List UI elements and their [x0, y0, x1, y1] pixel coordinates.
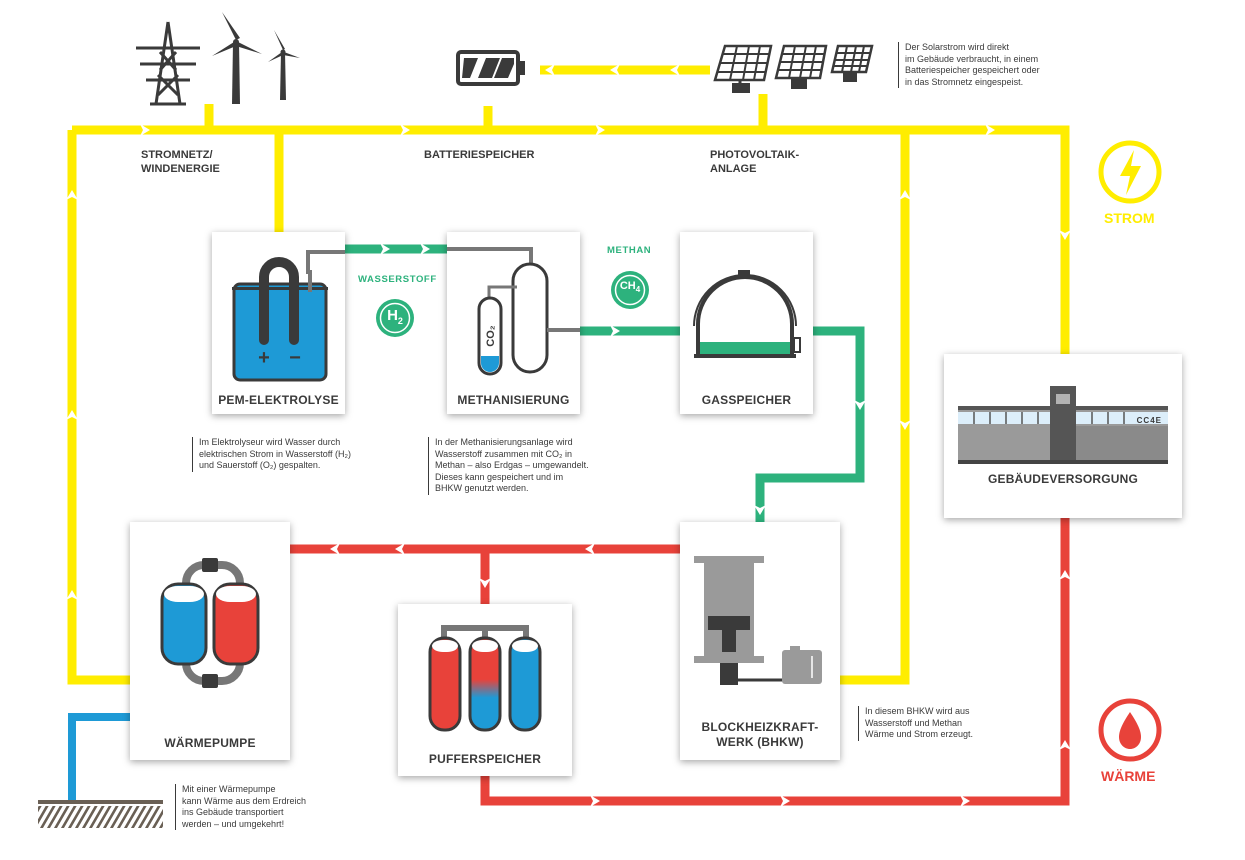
waermepumpe-note-line: werden – und umgekehrt! [182, 818, 285, 829]
pufferspeicher-card: PUFFERSPEICHER [398, 604, 572, 776]
solar-note: Der Solarstrom wird direkt im Gebäude ve… [898, 42, 1040, 88]
power-tower-icon [136, 21, 200, 106]
strom-arrows [66, 64, 1071, 600]
methanisierung-note-line: Methan – also Erdgas – umgewandelt. [435, 460, 589, 470]
photovoltaik-label-line-1: PHOTOVOLTAIK- [710, 149, 800, 161]
pem-note-line: elektrischen Strom in Wasserstoff (H₂) [199, 448, 352, 459]
gebaeudeversorgung-title: GEBÄUDEVERSORGUNG [987, 472, 1139, 486]
methanation-icon: CO₂ [447, 247, 580, 376]
solar-note-line: in das Stromnetz eingespeist. [905, 76, 1024, 87]
waermepumpe-card: WÄRMEPUMPE [130, 522, 290, 760]
gas-to-bhkw-line [755, 326, 865, 522]
waermepumpe-note: Mit einer Wärmepumpe kann Wärme aus dem … [175, 784, 306, 830]
methanisierung-note-line: In der Methanisierungsanlage wird [435, 437, 573, 447]
strom-legend-label: STROM [1104, 210, 1155, 226]
pem-elektrolyse-card: + − PEM-ELEKTROLYSE [212, 232, 345, 414]
methanisierung-card: CO₂ METHANISIERUNG [447, 232, 580, 414]
gebaeudeversorgung-card: CC4E GEBÄUDEVERSORGUNG [944, 354, 1182, 518]
gasspeicher-card: GASSPEICHER [680, 232, 813, 414]
methanisierung-note-line: Dieses kann gespeichert und im [435, 471, 564, 482]
batteriespeicher-label: BATTERIESPEICHER [424, 149, 535, 161]
solar-note-line: Batteriespeicher gespeichert oder [905, 65, 1040, 75]
strom-inner-line [840, 130, 910, 685]
h2-symbol-sub: 2 [397, 316, 403, 326]
strom-legend-icon [1098, 140, 1162, 204]
gas-lines [345, 244, 865, 522]
pufferspeicher-title: PUFFERSPEICHER [428, 752, 542, 766]
methanisierung-note-line: Wasserstoff zusammen mit CO₂ in [435, 448, 573, 459]
h2-badge-icon [376, 299, 414, 337]
stromnetz-label-line-2: WINDENERGIE [141, 163, 220, 175]
waermepumpe-note-line: Mit einer Wärmepumpe [182, 784, 276, 794]
ground-heat-line [68, 713, 135, 800]
wind-turbine-small-icon [268, 30, 300, 100]
ch4-symbol: CH4 [611, 280, 649, 294]
ch4-badge-icon [611, 271, 649, 309]
bhkw-note-line: Wasserstoff und Methan [865, 717, 963, 728]
stromnetz-label-line-1: STROMNETZ/ [141, 149, 213, 161]
plus-sign: + [258, 347, 270, 369]
ground-icon [38, 800, 163, 828]
wind-turbine-icon [212, 12, 262, 104]
pem-note: Im Elektrolyseur wird Wasser durch elekt… [192, 437, 351, 472]
stromnetz-label: STROMNETZ/ WINDENERGIE [141, 148, 220, 176]
photovoltaik-label: PHOTOVOLTAIK- ANLAGE [710, 148, 799, 176]
waermepumpe-title: WÄRMEPUMPE [164, 736, 256, 750]
solar-panel-icon [713, 44, 874, 93]
waermepumpe-note-line: ins Gebäude transportiert [182, 807, 284, 817]
bhkw-title-line-1: BLOCKHEIZKRAFT- [701, 720, 819, 734]
waerme-legend-label: WÄRME [1101, 768, 1156, 784]
pem-elektrolyse-title: PEM-ELEKTROLYSE [218, 393, 339, 407]
bhkw-title: BLOCKHEIZKRAFT- WERK (BHKW) [680, 720, 840, 750]
waerme-arrows [330, 543, 1071, 807]
ch4-symbol-sub: 4 [635, 285, 641, 295]
chp-engine-icon [694, 556, 822, 685]
solar-note-line: Der Solarstrom wird direkt [905, 42, 1010, 52]
bhkw-note-line: Wärme und Strom erzeugt. [865, 729, 974, 739]
waerme-bottom-line [480, 515, 1070, 806]
heat-pump-icon [160, 558, 260, 688]
bhkw-note-line: In diesem BHKW wird aus [865, 706, 970, 716]
battery-icon [456, 50, 525, 86]
electrolysis-icon: + − [232, 250, 345, 382]
strom-left-line [67, 130, 135, 685]
waerme-legend-icon [1098, 698, 1162, 762]
building-sign: CC4E [1137, 416, 1162, 425]
photovoltaik-label-line-2: ANLAGE [710, 163, 757, 175]
methanisierung-note-line: BHKW genutzt werden. [435, 483, 529, 493]
methanisierung-title: METHANISIERUNG [457, 393, 570, 407]
solar-note-line: im Gebäude verbraucht, in einem [905, 53, 1039, 64]
bhkw-card: BLOCKHEIZKRAFT- WERK (BHKW) [680, 522, 840, 760]
h2-symbol-letter: H [387, 307, 398, 324]
methan-label: METHAN [607, 245, 652, 256]
building-icon: CC4E [958, 386, 1168, 464]
wasserstoff-label: WASSERSTOFF [358, 274, 437, 285]
pem-note-line: Im Elektrolyseur wird Wasser durch [199, 437, 341, 447]
methanisierung-note: In der Methanisierungsanlage wird Wasser… [428, 437, 589, 495]
co2-label: CO₂ [485, 325, 497, 347]
h2-symbol: H2 [376, 307, 414, 326]
pem-note-line: und Sauerstoff (O₂) gespalten. [199, 460, 321, 470]
bhkw-note: In diesem BHKW wird aus Wasserstoff und … [858, 706, 973, 741]
minus-sign: − [289, 347, 301, 369]
ch4-symbol-letters: CH [619, 280, 636, 292]
waermepumpe-note-line: kann Wärme aus dem Erdreich [182, 795, 307, 806]
bhkw-title-line-2: WERK (BHKW) [716, 735, 804, 749]
buffer-storage-icon [428, 625, 542, 732]
gas-storage-icon [693, 270, 801, 358]
gasspeicher-title: GASSPEICHER [701, 393, 792, 407]
gas-arrows [380, 243, 866, 515]
waerme-lines [290, 515, 1070, 806]
